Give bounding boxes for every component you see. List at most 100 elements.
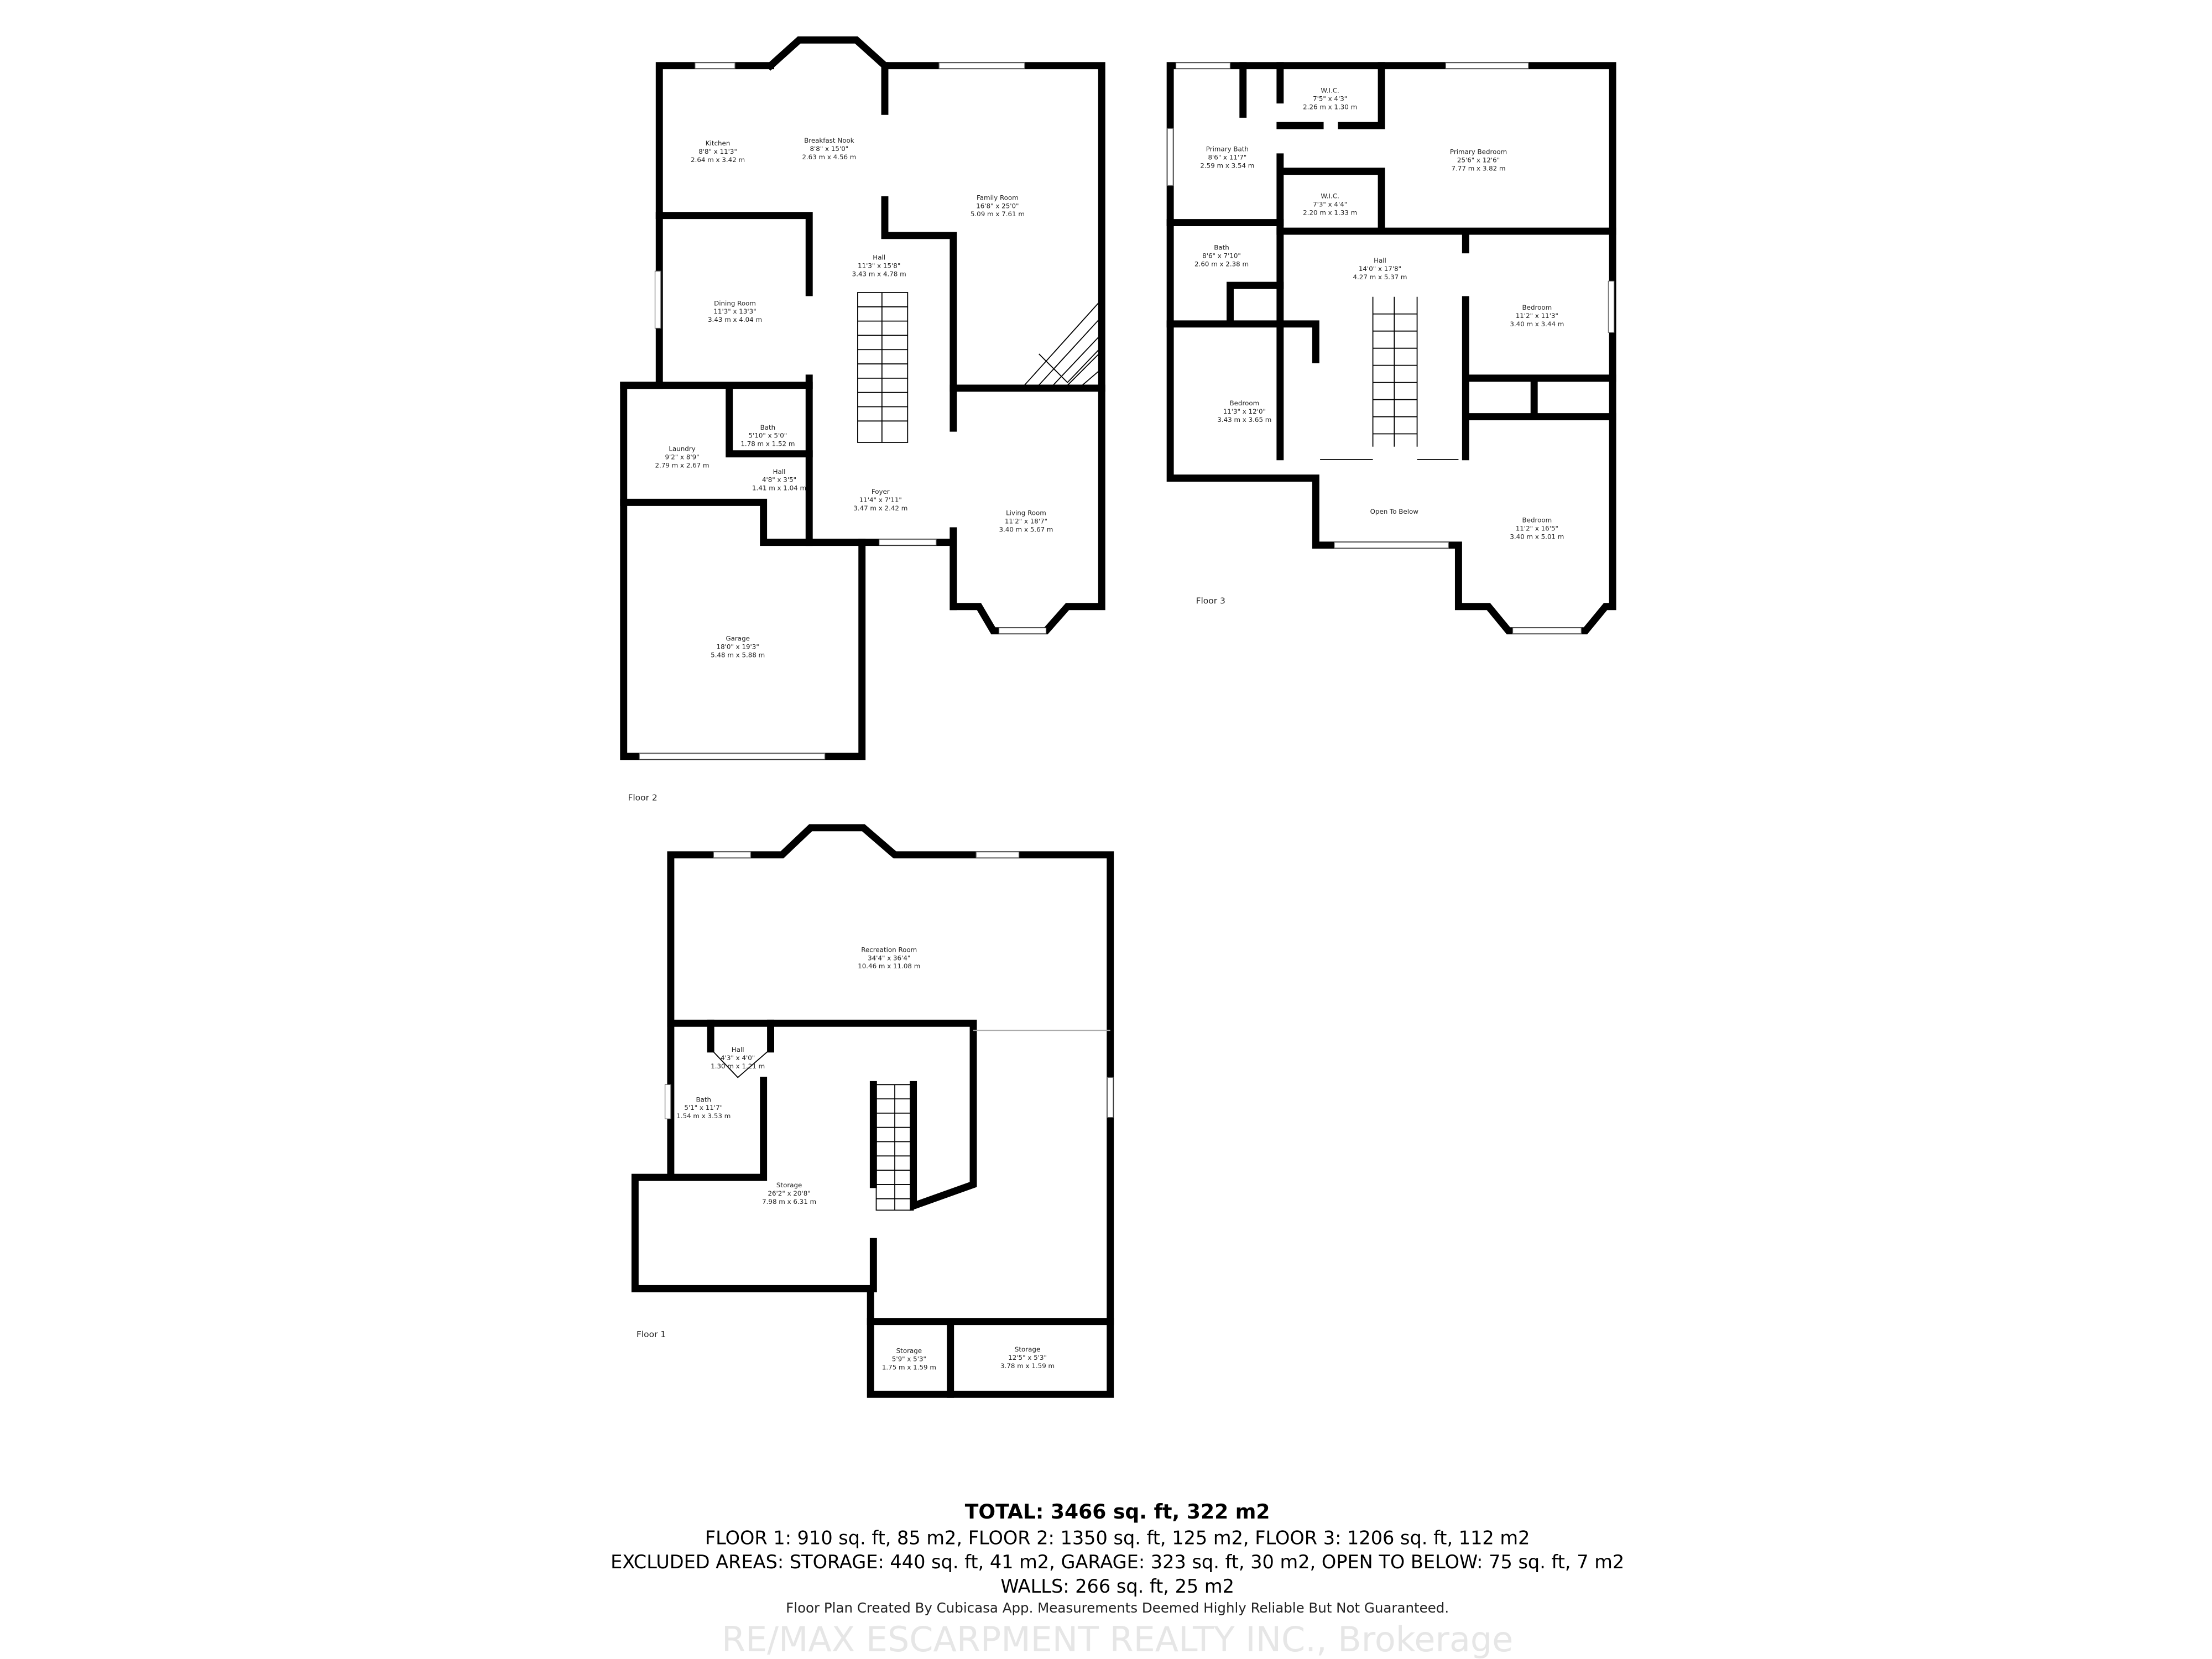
window xyxy=(664,852,1114,1119)
room-imperial: 11'2" x 16'5" xyxy=(1516,524,1558,532)
room-name: Bath xyxy=(1214,244,1229,252)
room-name: Breakfast Nook xyxy=(804,137,854,144)
room-name: W.I.C. xyxy=(1321,87,1339,95)
watermark: RE/MAX ESCARPMENT REALTY INC., Brokerage xyxy=(722,1620,1513,1659)
room-metric: 10.46 m x 11.08 m xyxy=(858,962,920,970)
room-metric: 1.30 m x 1.21 m xyxy=(711,1062,765,1070)
room-imperial: 5'10" x 5'0" xyxy=(749,432,787,440)
room-imperial: 25'6" x 12'6" xyxy=(1457,156,1500,164)
room-name: Dining Room xyxy=(714,299,756,307)
room-name: Hall xyxy=(773,468,786,476)
room-imperial: 5'9" x 5'3" xyxy=(892,1355,926,1363)
room-imperial: 34'4" x 36'4" xyxy=(868,954,910,962)
room-metric: 2.20 m x 1.33 m xyxy=(1303,209,1357,217)
room-metric: 3.40 m x 5.01 m xyxy=(1510,533,1564,540)
room-label: W.I.C.7'3" x 4'4"2.20 m x 1.33 m xyxy=(1303,192,1357,217)
room-name: Foyer xyxy=(872,488,890,495)
room-metric: 3.40 m x 3.44 m xyxy=(1510,320,1564,328)
room-imperial: 16'8" x 25'0" xyxy=(976,202,1019,210)
room-name: Storage xyxy=(1015,1345,1040,1353)
room-metric: 2.60 m x 2.38 m xyxy=(1194,260,1249,268)
room-metric: 1.41 m x 1.04 m xyxy=(752,484,806,492)
room-name: W.I.C. xyxy=(1321,192,1339,200)
window xyxy=(1167,62,1615,634)
wall xyxy=(655,212,957,546)
room-metric: 3.40 m x 5.67 m xyxy=(999,526,1053,534)
floor-label: Floor 3 xyxy=(1196,596,1225,606)
room-imperial: 11'4" x 7'11" xyxy=(859,496,902,504)
wall xyxy=(1166,219,1616,461)
room-metric: 2.63 m x 4.56 m xyxy=(802,153,856,161)
area-summary: TOTAL: 3466 sq. ft, 322 m2 FLOOR 1: 910 … xyxy=(611,1500,1624,1659)
window xyxy=(639,62,1047,760)
room-metric: 4.27 m x 5.37 m xyxy=(1353,273,1407,281)
room-name: Bath xyxy=(760,424,776,431)
room-imperial: 5'1" x 11'7" xyxy=(684,1104,723,1112)
room-metric: 3.43 m x 3.65 m xyxy=(1217,416,1271,424)
wall xyxy=(881,62,1105,392)
wall xyxy=(765,36,1105,635)
room-name: Laundry xyxy=(669,445,695,452)
floor-2-plan: Floor 2 xyxy=(620,36,1105,803)
room-name: Living Room xyxy=(1006,509,1046,517)
room-metric: 5.09 m x 7.61 m xyxy=(971,210,1025,218)
room-imperial: 11'3" x 13'3" xyxy=(713,307,756,315)
room-name: Bedroom xyxy=(1522,304,1552,311)
excluded-areas: EXCLUDED AREAS: STORAGE: 440 sq. ft, 41 … xyxy=(611,1551,1624,1573)
room-imperial: 11'3" x 12'0" xyxy=(1223,408,1266,415)
room-metric: 7.98 m x 6.31 m xyxy=(762,1198,816,1206)
wall xyxy=(620,382,813,546)
room-name: Primary Bath xyxy=(1206,145,1249,153)
room-metric: 7.77 m x 3.82 m xyxy=(1452,165,1506,173)
room-metric: 2.64 m x 3.42 m xyxy=(691,156,745,164)
room-name: Primary Bedroom xyxy=(1450,148,1507,156)
room-imperial: 11'3" x 15'8" xyxy=(858,262,900,270)
room-label: Open To Below xyxy=(1370,508,1419,515)
floor-3-plan: Floor 3 xyxy=(1166,62,1616,635)
wall xyxy=(1166,281,1319,363)
room-name: Family Room xyxy=(977,194,1019,201)
total-area: TOTAL: 3466 sq. ft, 322 m2 xyxy=(965,1500,1270,1524)
room-imperial: 9'2" x 8'9" xyxy=(665,453,699,461)
room-imperial: 4'8" x 3'5" xyxy=(762,476,796,484)
room-imperial: 26'2" x 20'8" xyxy=(768,1190,810,1197)
room-imperial: 11'2" x 18'7" xyxy=(1005,518,1047,525)
room-name: Hall xyxy=(732,1046,744,1053)
room-name: Hall xyxy=(1374,257,1386,264)
room-imperial: 4'3" x 4'0" xyxy=(721,1054,755,1062)
stairs xyxy=(857,292,909,443)
room-name: Recreation Room xyxy=(861,946,917,953)
stairs xyxy=(1320,296,1459,460)
room-metric: 2.79 m x 2.67 m xyxy=(655,461,709,469)
room-name: Garage xyxy=(726,635,749,643)
room-imperial: 8'8" x 11'3" xyxy=(698,148,737,155)
room-imperial: 8'6" x 7'10" xyxy=(1202,252,1241,260)
floor-label: Floor 1 xyxy=(637,1329,666,1339)
room-metric: 1.54 m x 3.53 m xyxy=(676,1112,731,1120)
wall xyxy=(1239,62,1385,461)
room-name: Bath xyxy=(696,1095,711,1103)
room-imperial: 14'0" x 17'8" xyxy=(1359,265,1401,273)
room-metric: 2.59 m x 3.54 m xyxy=(1200,161,1254,169)
walls-area: WALLS: 266 sq. ft, 25 m2 xyxy=(1000,1575,1234,1597)
room-name: Storage xyxy=(896,1347,922,1354)
